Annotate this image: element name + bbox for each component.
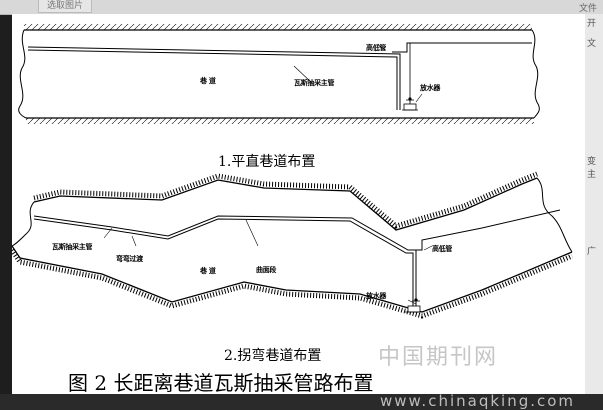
high-low-pipe [392,42,532,53]
main-pipe-leader-1 [293,65,313,84]
main-pipe-leader-2 [103,227,113,239]
file-menu[interactable]: 文件 [578,4,597,14]
lower-wall-hatch [12,248,573,319]
label-gas-pipe-2: 高低管 [432,244,453,253]
window-toolbar: 选取图片 文件 [0,0,603,15]
upper-wall-hatch [33,171,538,229]
label-roadway-1: 巷 道 [200,76,216,85]
bend-leader [131,235,137,247]
main-pipe-line-a [27,46,401,110]
gas-pipe-leader-2 [423,245,433,251]
label-drain-1: 放水器 [420,83,441,92]
bottom-strip: www.chinaqking.com [0,392,603,410]
watermark-url: www.chinaqking.com [380,392,576,410]
drain-valve-2 [405,298,423,313]
figure-caption: 图 2 长距离巷道瓦斯抽采管路布置 [68,371,374,395]
side-fragment-1: 开 [587,19,597,29]
label-main-pipe-2: 瓦斯抽采主管 [52,242,93,251]
drain-leader-1 [415,93,423,103]
label-curve: 曲面段 [256,265,277,274]
lower-wall [12,245,573,313]
label-gas-pipe-1: 高低管 [366,43,387,52]
roadway-diagram [12,24,573,319]
right-break-line-2 [536,177,573,253]
side-panel: 开 文 变主 广 [585,14,603,394]
side-fragment-4: 广 [587,247,597,257]
side-fragment-3: 变主 [587,157,597,180]
label-bend: 弯弯过渡 [116,254,143,263]
roof-hatch [24,24,532,30]
right-break-line [531,29,540,119]
label-roadway-2: 巷 道 [200,266,216,275]
bending-roadway [12,171,573,319]
side-fragment-2: 文 [587,39,597,49]
drain-valve-1 [402,97,418,111]
label-drain-2: 放水器 [366,291,387,300]
curve-leader [245,219,259,247]
label-main-pipe-1: 瓦斯抽采主管 [294,78,335,87]
left-break-line-2 [12,201,35,247]
watermark-cn: 中国期刊网 [378,345,499,370]
gas-pipe-leader-1 [377,44,386,51]
left-break-line [18,29,27,119]
image-canvas: 高低管 瓦斯抽采主管 巷 道 放水器 1.平直巷道布置 瓦斯抽采主管 弯弯过渡 … [12,14,585,395]
select-image-tab[interactable]: 选取图片 [38,0,93,13]
subtitle-straight: 1.平直巷道布置 [218,154,316,170]
straight-roadway [18,24,540,124]
floor-hatch [26,118,534,124]
main-pipe-line-b [27,49,398,110]
main-pipe-2-line-b [33,218,414,310]
drain-leader-2 [407,299,417,305]
subtitle-bending: 2.拐弯巷道布置 [224,348,322,364]
upper-wall [33,177,538,231]
high-low-pipe-2 [408,209,561,251]
